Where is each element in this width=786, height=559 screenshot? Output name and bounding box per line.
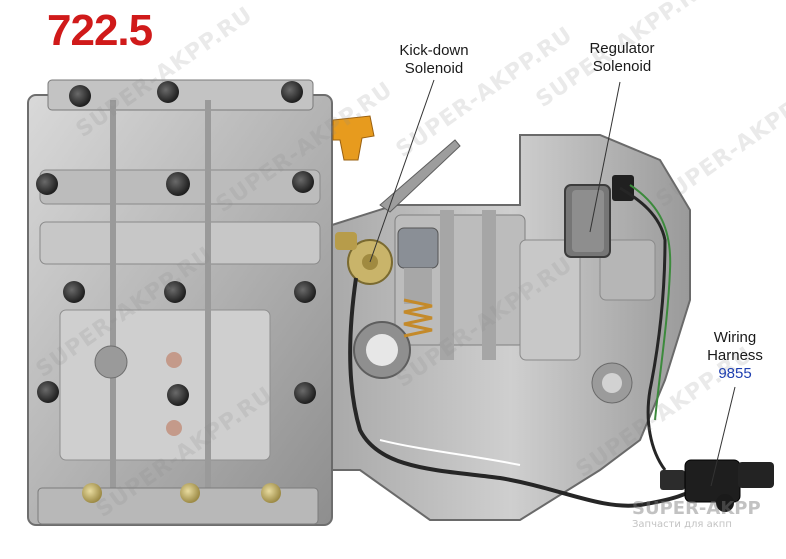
label-line: Kick-down <box>399 42 469 59</box>
brand-name: SUPER-AKPP <box>632 498 761 519</box>
kickdown-solenoid-label: Kick-down Solenoid <box>392 42 476 78</box>
left-plate-bolts <box>36 81 316 503</box>
label-line: Regulator <box>589 40 655 57</box>
label-line: Solenoid <box>404 60 464 77</box>
brand-tagline: Запчасти для акпп <box>632 519 732 530</box>
spool-spring <box>397 227 439 338</box>
label-line: Wiring <box>713 329 757 346</box>
regulator-solenoid-label: Regulator Solenoid <box>580 40 664 76</box>
label-line: Harness <box>707 347 763 364</box>
brand-watermark: SUPER-AKPP Запчасти для акпп <box>632 498 761 530</box>
part-number: 9855 <box>718 365 752 382</box>
label-line: Solenoid <box>592 58 652 75</box>
orange-clip <box>332 115 375 161</box>
model-title: 722.5 <box>47 6 153 55</box>
wiring-harness-label: Wiring Harness 9855 <box>700 329 770 383</box>
selector-lever <box>379 139 461 213</box>
left-valve-plate <box>27 79 333 526</box>
callout-lines <box>369 79 736 487</box>
